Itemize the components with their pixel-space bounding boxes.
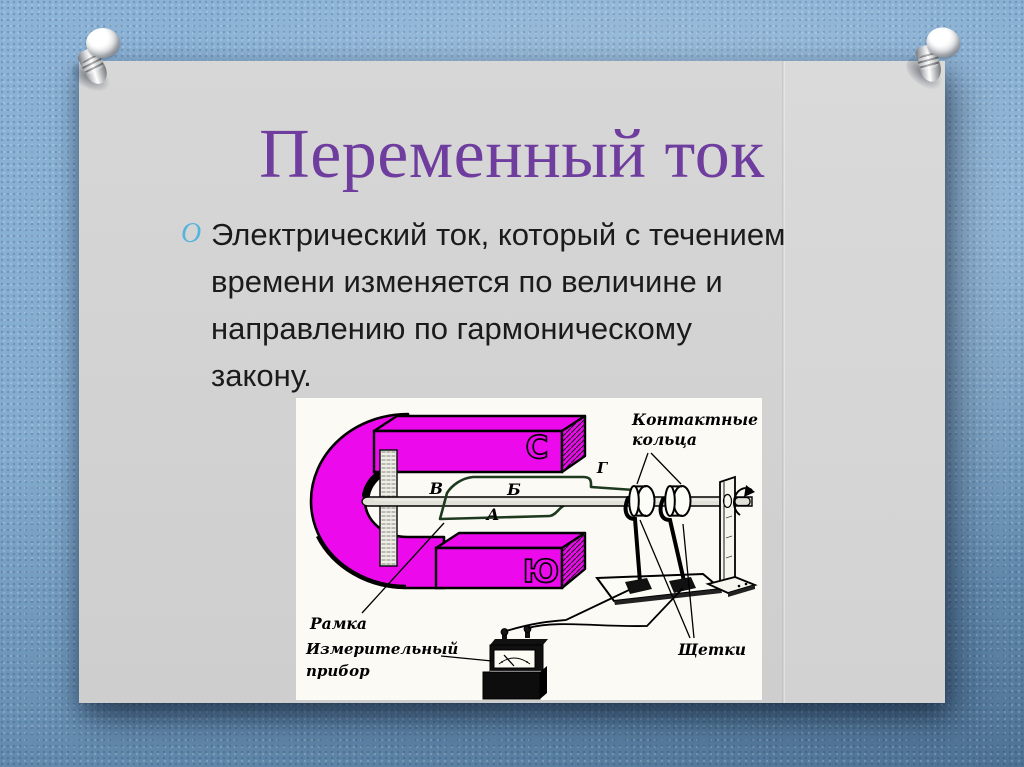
base-platform: [595, 572, 724, 605]
bullet-line: Электрический ток, который с течением: [211, 217, 786, 252]
paper-light-strip: [785, 61, 945, 703]
meter-label-1: Измерительный: [305, 640, 458, 658]
meter-dial: [493, 649, 536, 669]
shaft: [361, 496, 753, 507]
meter-wires: [505, 587, 684, 632]
corner-b-label: Б: [506, 480, 521, 499]
magnet-top-bar-topface: [372, 414, 587, 433]
meter-label-2: прибор: [306, 662, 370, 680]
magnet-bottom-bar-topface: [434, 531, 587, 550]
slip-rings: [628, 485, 692, 517]
wire-frame: [438, 475, 635, 521]
pole-south-label: Ю: [523, 554, 559, 590]
horseshoe-magnet: С Ю: [309, 412, 587, 591]
brush: [623, 496, 652, 594]
pole-north-label: С: [526, 430, 549, 466]
frame-label: Рамка: [309, 614, 367, 633]
corner-g-label: Г: [596, 459, 609, 477]
cap-hatch: [562, 416, 585, 472]
contact-rings-label-2: кольца: [632, 430, 697, 449]
galvanometer: [482, 625, 548, 700]
slide-title: Переменный ток: [259, 116, 765, 193]
corner-v-label: В: [428, 479, 443, 498]
diagram-labels: Контактные кольца Щетки Рамка Измеритель…: [305, 410, 758, 680]
magnet-outer-shade: [315, 534, 407, 590]
generator-diagram: С Ю В Б А Г: [305, 410, 758, 700]
bullet-block: O Электрический ток, который с течением …: [181, 211, 785, 399]
pushpin-head: [86, 28, 120, 58]
bullet-text: Электрический ток, который с течением вр…: [211, 211, 785, 399]
bullet-marker: O: [181, 218, 202, 249]
generator-figure: С Ю В Б А Г: [296, 398, 762, 700]
paper-crease: [782, 61, 785, 703]
bullet-line: закону.: [211, 358, 312, 393]
slip-ring: [664, 485, 692, 517]
corner-a-label: А: [485, 505, 499, 524]
frame-corner-letters: В Б А Г: [428, 459, 608, 524]
bullet-line: времени изменяется по величине и: [211, 264, 723, 299]
rotation-arrow-icon: [733, 485, 755, 516]
leader-lines: [361, 452, 695, 662]
slide-paper: Переменный ток O Электрический ток, кото…: [79, 61, 945, 703]
bullet-line: направлению по гармоническому: [211, 311, 692, 346]
bearing-stand: [705, 475, 758, 597]
support-plank: [379, 449, 398, 567]
pushpin-icon: [66, 28, 126, 100]
cap-hatch: [562, 533, 585, 588]
slip-ring: [628, 485, 656, 517]
contact-rings-label-1: Контактные: [631, 410, 758, 429]
pushpin-icon: [899, 21, 969, 103]
brushes-label: Щетки: [677, 640, 746, 659]
